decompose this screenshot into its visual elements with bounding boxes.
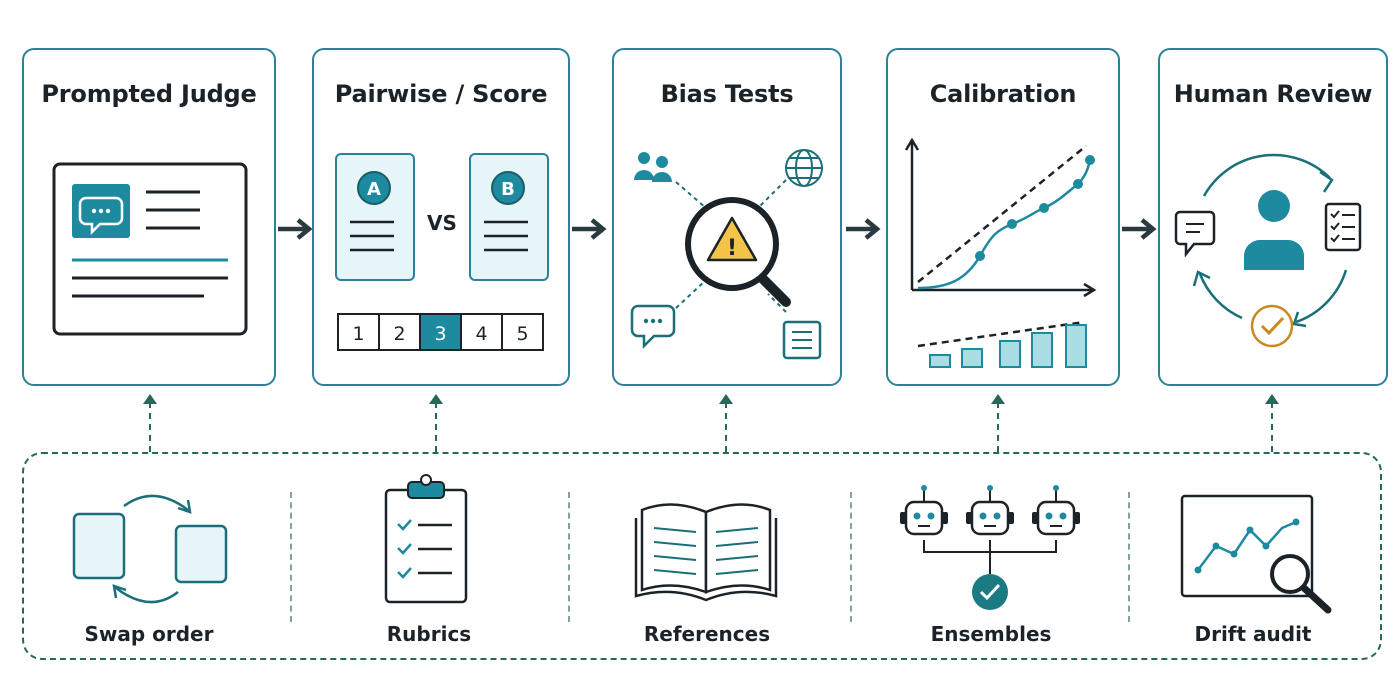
panel-divider [290, 492, 292, 622]
technique-label: Rubrics [386, 622, 472, 646]
open-book-icon [634, 503, 778, 602]
flow-arrow-1 [278, 218, 313, 240]
stage-title: Prompted Judge [41, 80, 257, 108]
flow-arrow-2 [572, 218, 607, 240]
robot-icon [900, 485, 948, 536]
drift-audit-chart-icon [1180, 494, 1332, 614]
speech-bubble-icon [1174, 210, 1216, 258]
connector-arrow-3 [719, 394, 733, 452]
approval-check-icon [1250, 304, 1294, 348]
swap-order-icon [72, 494, 228, 604]
pairwise-comparison-icon: A VS B 1 2 3 4 5 [335, 153, 549, 351]
flow-arrow-4 [1122, 218, 1157, 240]
technique-label: Ensembles [930, 622, 1052, 646]
panel-divider [568, 492, 570, 622]
technique-drift-audit: Drift audit [1118, 470, 1388, 660]
techniques-panel [22, 452, 1382, 660]
stage-title: Pairwise / Score [334, 80, 548, 108]
document-icon [782, 320, 822, 360]
score-5: 5 [516, 323, 528, 345]
globe-icon [785, 149, 823, 187]
technique-rubrics: Rubrics [294, 470, 564, 660]
stage-card-human-review: Human Review [1158, 48, 1388, 386]
stage-card-prompted-judge: Prompted Judge [22, 48, 276, 386]
stage-card-pairwise-score: Pairwise / Score A VS B 1 2 3 [312, 48, 570, 386]
warning-mark: ! [727, 236, 737, 261]
robot-icon [1032, 485, 1080, 536]
panel-divider [850, 492, 852, 622]
choice-a-label: A [367, 179, 381, 200]
connector-arrow-2 [429, 394, 443, 452]
flow-arrow-3 [846, 218, 881, 240]
technique-label: References [643, 622, 771, 646]
panel-divider [1128, 492, 1130, 622]
technique-label: Swap order [84, 622, 214, 646]
stage-card-calibration: Calibration [886, 48, 1120, 386]
score-2: 2 [393, 323, 405, 345]
score-scale: 1 2 3 4 5 [337, 313, 544, 351]
choice-b-label: B [501, 179, 515, 200]
judge-prompt-document-icon [52, 162, 248, 336]
connector-arrow-1 [143, 394, 157, 452]
score-4: 4 [475, 323, 487, 345]
technique-references: References [572, 470, 842, 660]
person-icon [1244, 190, 1304, 270]
connector-arrow-4 [991, 394, 1005, 452]
magnifier-icon: ! [685, 197, 791, 307]
technique-ensembles: Ensembles [856, 470, 1126, 660]
calibration-chart-icon [904, 137, 1097, 368]
score-3-selected: 3 [434, 323, 446, 345]
consensus-check-icon [972, 574, 1008, 610]
stage-title: Human Review [1173, 80, 1373, 108]
users-icon [634, 152, 672, 182]
technique-label: Drift audit [1194, 622, 1312, 646]
stage-title: Calibration [929, 80, 1077, 108]
stage-card-bias-tests: Bias Tests [612, 48, 842, 386]
clipboard-checklist-icon [384, 474, 468, 604]
human-review-cycle-icon [1174, 153, 1362, 348]
checklist-icon [1324, 202, 1362, 252]
bias-magnifier-warning-icon: ! [630, 149, 823, 360]
robot-ensemble-icon [900, 485, 1080, 610]
chat-icon [630, 304, 676, 350]
connector-arrow-5 [1265, 394, 1279, 452]
robot-icon [966, 485, 1014, 536]
technique-swap-order: Swap order [14, 470, 284, 660]
versus-label: VS [427, 211, 457, 235]
score-1: 1 [352, 323, 364, 345]
stage-title: Bias Tests [660, 80, 794, 108]
